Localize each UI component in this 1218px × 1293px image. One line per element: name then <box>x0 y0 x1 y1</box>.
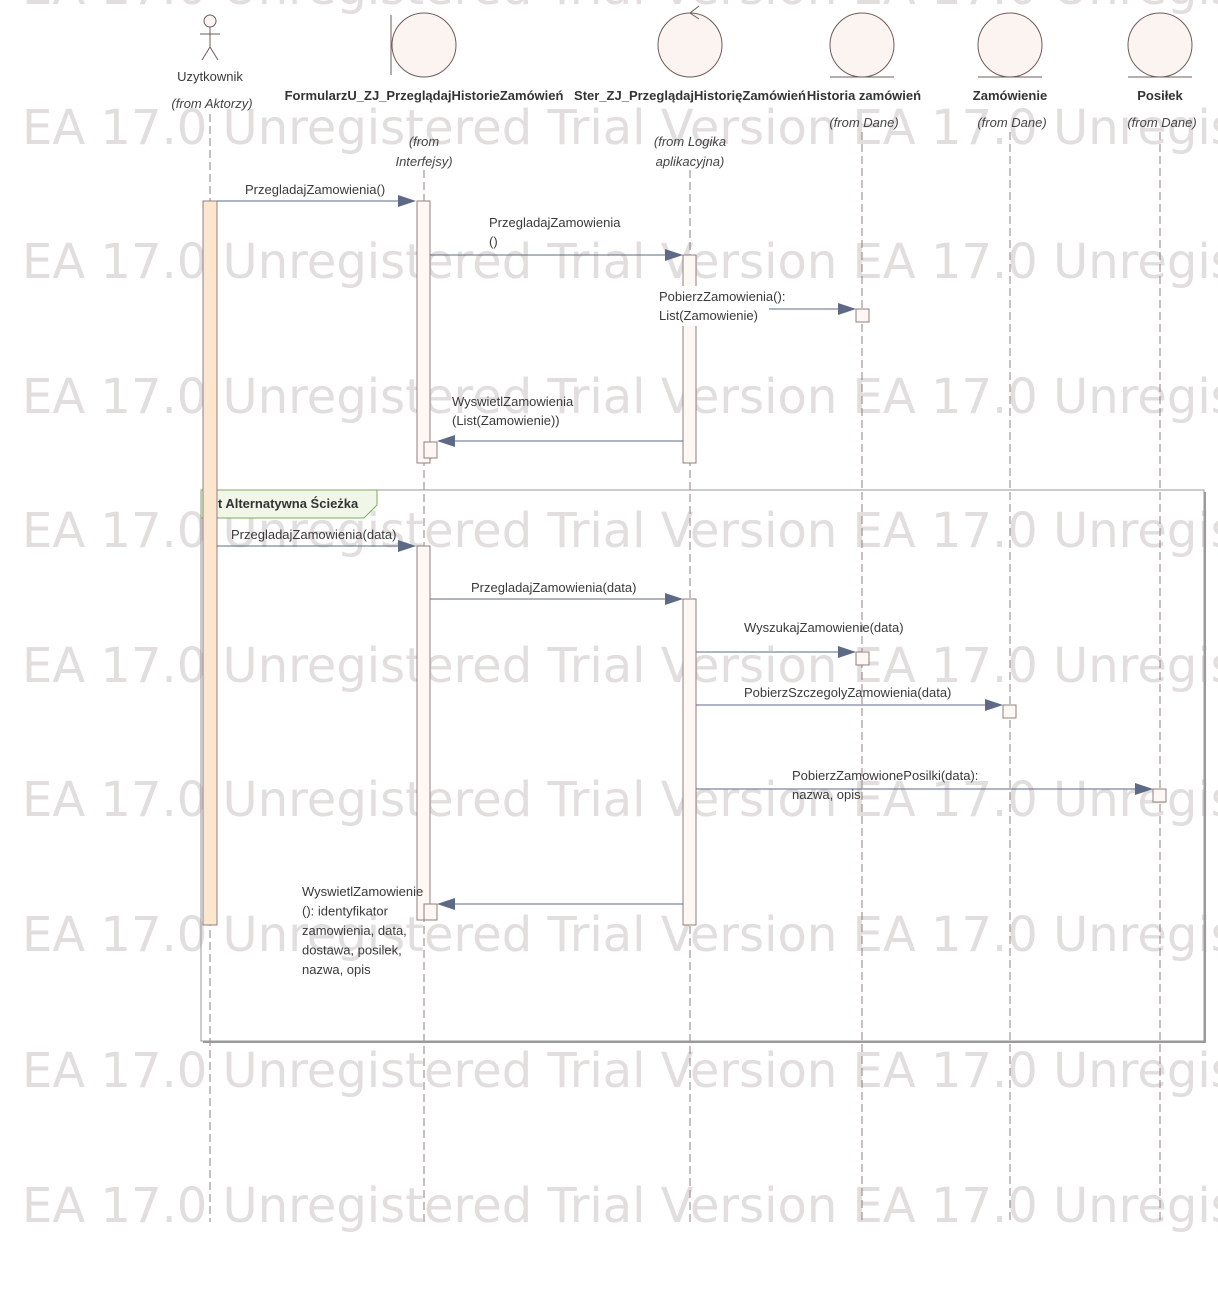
activation-stub-form <box>423 441 438 459</box>
activation-stub-hist <box>855 651 870 666</box>
activations <box>202 200 1167 926</box>
activation-bar-actor <box>202 200 218 926</box>
arrowhead <box>665 593 683 605</box>
participant-hist[interactable]: Historia zamówień (from Dane) <box>807 12 921 130</box>
label-backdrop <box>657 286 769 326</box>
message-5[interactable]: PrzegladajZamowienia(data) <box>217 527 416 552</box>
alt-fragment: alt Alternatywna Ścieżka <box>200 489 1206 1043</box>
entity-icon <box>1127 12 1193 78</box>
activation-stub-form <box>423 903 438 921</box>
participant-actor[interactable]: Uzytkownik (from Aktorzy) <box>171 14 253 111</box>
watermark-text: EA 17.0 Unregistered Trial Version EA 17… <box>22 100 1218 156</box>
participant-name: Uzytkownik <box>177 69 243 84</box>
message-label: PrzegladajZamowienia() <box>489 215 621 249</box>
participant-form[interactable]: FormularzU_ZJ_PrzeglądajHistorieZamówień… <box>285 12 564 169</box>
participant-name: Historia zamówień <box>807 88 921 103</box>
participant-origin: aplikacyjna) <box>656 154 725 169</box>
message-label: WyswietlZamowienia(List(Zamowienie)) <box>452 394 574 428</box>
participant-name: FormularzU_ZJ_PrzeglądajHistorieZamówień <box>285 88 564 103</box>
fragment-label-box <box>200 489 378 519</box>
arrowhead <box>398 195 416 207</box>
boundary-icon <box>390 12 457 78</box>
activation-stub-zam <box>1002 704 1017 719</box>
participant-pos[interactable]: Posiłek (from Dane) <box>1127 12 1197 130</box>
participant-name: Ster_ZJ_PrzeglądajHistorięZamówień <box>574 88 806 103</box>
arrowhead <box>437 435 455 447</box>
message-label: PobierzZamowienia():List(Zamowienie) <box>659 289 785 323</box>
message-7[interactable]: WyszukajZamowienie(data) <box>696 620 904 658</box>
message-1[interactable]: PrzegladajZamowienia() <box>217 182 416 207</box>
activation-bar-ctrl <box>682 598 697 926</box>
participant-origin: (from <box>409 134 440 149</box>
arrowhead <box>398 540 416 552</box>
watermark-text: EA 17.0 Unregistered Trial Version EA 17… <box>22 0 1218 16</box>
watermark-text: EA 17.0 Unregistered Trial Version EA 17… <box>22 1178 1218 1234</box>
message-2[interactable]: PrzegladajZamowienia() <box>430 215 683 261</box>
entity-icon <box>977 12 1043 78</box>
participant-origin: Interfejsy) <box>395 154 452 169</box>
message-label: PrzegladajZamowienia() <box>245 182 385 197</box>
message-label: PrzegladajZamowienia(data) <box>471 580 636 595</box>
watermark-text: EA 17.0 Unregistered Trial Version EA 17… <box>22 1043 1218 1099</box>
message-label: PrzegladajZamowienia(data) <box>231 527 396 542</box>
participant-zam[interactable]: Zamówienie (from Dane) <box>973 12 1047 130</box>
activation-bar-form <box>416 200 431 464</box>
entity-icon <box>829 12 895 78</box>
message-label: PobierzZamowionePosilki(data):nazwa, opi… <box>792 768 978 802</box>
participant-origin: (from Dane) <box>1127 115 1196 130</box>
arrowhead <box>985 699 1003 711</box>
control-icon <box>657 5 723 78</box>
message-label: WyszukajZamowienie(data) <box>744 620 904 635</box>
watermark-text: EA 17.0 Unregistered Trial Version EA 17… <box>22 234 1218 290</box>
actor-icon <box>200 14 220 61</box>
message-label: PobierzSzczegolyZamowienia(data) <box>744 685 951 700</box>
message-6[interactable]: PrzegladajZamowienia(data) <box>430 580 683 605</box>
message-3[interactable]: PobierzZamowienia():List(Zamowienie) <box>657 286 856 326</box>
activation-bar-form <box>416 545 431 921</box>
arrowhead <box>665 249 683 261</box>
fragment-label: alt Alternatywna Ścieżka <box>207 496 359 511</box>
message-4[interactable]: WyswietlZamowienia(List(Zamowienie)) <box>437 394 683 447</box>
activation-stub-pos <box>1152 788 1167 803</box>
participant-name: Zamówienie <box>973 88 1047 103</box>
participant-origin: (from Dane) <box>977 115 1046 130</box>
arrowhead <box>437 898 455 910</box>
participant-origin: (from Dane) <box>829 115 898 130</box>
message-8[interactable]: PobierzSzczegolyZamowienia(data) <box>696 685 1003 711</box>
participant-name: Posiłek <box>1137 88 1183 103</box>
message-9[interactable]: PobierzZamowionePosilki(data):nazwa, opi… <box>696 768 1153 802</box>
participant-origin: (from Logika <box>654 134 726 149</box>
participant-origin: (from Aktorzy) <box>171 96 252 111</box>
participant-ctrl[interactable]: Ster_ZJ_PrzeglądajHistorięZamówień (from… <box>574 5 806 169</box>
activation-stub-hist <box>855 308 870 323</box>
arrowhead <box>838 303 856 315</box>
watermark-text: EA 17.0 Unregistered Trial Version EA 17… <box>22 369 1218 425</box>
arrowhead <box>838 646 856 658</box>
watermark-text: EA 17.0 Unregistered Trial Version EA 17… <box>22 907 1218 963</box>
arrowhead <box>1135 783 1153 795</box>
